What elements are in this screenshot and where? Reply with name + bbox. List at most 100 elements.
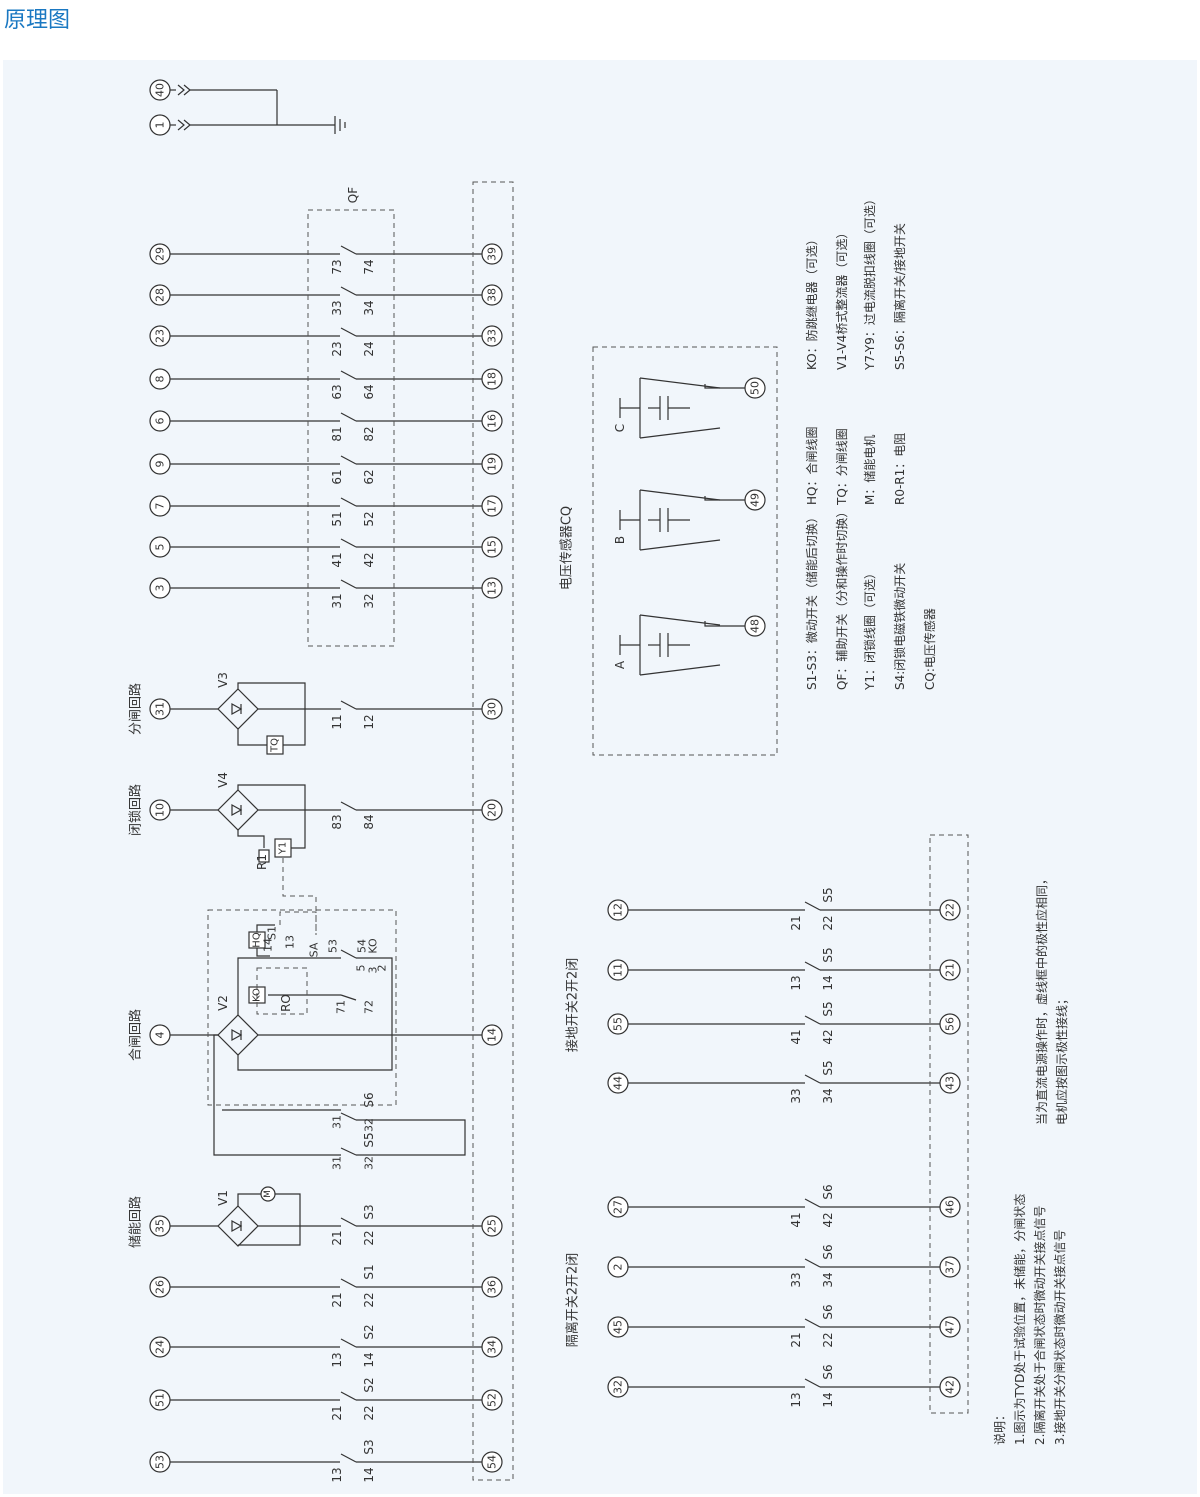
terminal-number: 45 <box>612 1320 625 1334</box>
wire <box>804 1318 821 1328</box>
wire <box>340 370 357 380</box>
wire <box>177 119 185 131</box>
wire <box>237 1193 301 1246</box>
terminal-circle <box>481 799 503 821</box>
diagram-label: 11 <box>330 714 344 729</box>
terminal-circle <box>481 536 503 558</box>
legend-tq: TQ：分闸线圈 <box>835 428 849 506</box>
terminal-52: 52 <box>481 1389 503 1411</box>
wire <box>804 1378 821 1388</box>
terminal-circle <box>481 368 503 390</box>
wire <box>177 84 185 96</box>
terminal-13: 13 <box>481 577 503 599</box>
terminal-49: 49 <box>744 489 766 511</box>
wire <box>340 1453 357 1463</box>
diagram-label: 22 <box>362 1292 376 1307</box>
terminal-number: 43 <box>944 1076 957 1090</box>
terminal-29: 29 <box>149 243 171 265</box>
wire <box>804 1198 821 1208</box>
terminal-9: 9 <box>149 453 171 475</box>
diagram-label: 33 <box>330 300 344 315</box>
terminal-circle <box>939 1072 961 1094</box>
component-label: KO <box>252 988 263 1002</box>
terminal-circle <box>481 453 503 475</box>
terminal-circle <box>149 1276 171 1298</box>
wire <box>237 830 265 848</box>
terminal-circle <box>149 284 171 306</box>
diagram-label: 54 <box>356 939 369 953</box>
terminal-number: 7 <box>154 503 167 510</box>
terminal-circle <box>481 243 503 265</box>
wire <box>340 1112 357 1121</box>
diagram-label: 13 <box>284 935 297 949</box>
resistor-r1 <box>258 849 270 863</box>
diagram-label: 13 <box>330 1352 344 1367</box>
terminal-number: 11 <box>612 963 625 977</box>
terminal-number: 21 <box>944 963 957 977</box>
terminal-number: 27 <box>612 1200 625 1214</box>
diagram-label: 14 <box>362 1467 376 1482</box>
terminal-4: 4 <box>149 1024 171 1046</box>
group-chuneng: 储能回路 <box>128 1196 144 1248</box>
terminal-number: 37 <box>944 1260 957 1274</box>
terminal-21: 21 <box>939 959 961 981</box>
legend-s1s3: S1-S3：微动开关（储能后切换） <box>804 511 819 690</box>
wire <box>256 948 270 957</box>
component-box <box>274 838 292 858</box>
wire <box>237 957 341 1015</box>
diagram-label: 64 <box>362 384 376 399</box>
terminal-circle <box>607 1013 629 1035</box>
legend-qf: QF：辅助开关（分和操作时切换） <box>834 506 849 690</box>
diagram-label: 53 <box>327 939 340 953</box>
group-iso-switch: 隔离开关2开2闭 <box>565 1253 581 1348</box>
group-fenzha: 分闸回路 <box>128 683 144 735</box>
terminal-11: 11 <box>607 959 629 981</box>
terminal-34: 34 <box>481 1336 503 1358</box>
rectifier-diode <box>231 1219 243 1233</box>
rectifier-diode <box>231 1028 243 1042</box>
diagram-label: 22 <box>821 1332 835 1347</box>
wire <box>639 377 721 389</box>
terminal-number: 10 <box>154 803 167 817</box>
terminal-circle <box>149 577 171 599</box>
terminal-number: 44 <box>612 1076 625 1090</box>
dashed-frame <box>929 834 969 1414</box>
terminal-number: 39 <box>486 247 499 261</box>
diagram-label: 21 <box>330 1230 344 1245</box>
diagram-label: S6 <box>821 1364 835 1379</box>
sa-link <box>279 911 317 935</box>
terminal-32: 32 <box>607 1376 629 1398</box>
terminal-circle <box>149 1336 171 1358</box>
terminal-46: 46 <box>939 1196 961 1218</box>
terminal-circle <box>481 698 503 720</box>
terminal-14: 14 <box>481 1024 503 1046</box>
terminal-23: 23 <box>149 325 171 347</box>
terminal-circle <box>481 284 503 306</box>
terminal-number: 42 <box>944 1380 957 1394</box>
terminal-circle <box>481 1276 503 1298</box>
wire <box>704 384 745 389</box>
terminal-circle <box>481 325 503 347</box>
terminal-6: 6 <box>149 410 171 432</box>
diagram-label: S3 <box>362 1439 376 1454</box>
terminal-17: 17 <box>481 495 503 517</box>
terminal-8: 8 <box>149 368 171 390</box>
terminal-25: 25 <box>481 1215 503 1237</box>
wire <box>340 1391 357 1401</box>
diagram-label: 32 <box>362 593 376 608</box>
terminal-circle <box>939 1013 961 1035</box>
terminal-circle <box>607 899 629 921</box>
diagram-label: M <box>263 1190 273 1198</box>
terminal-number: 12 <box>612 903 625 917</box>
terminal-38: 38 <box>481 284 503 306</box>
terminal-27: 27 <box>607 1196 629 1218</box>
legend-m: M：储能电机 <box>862 435 877 505</box>
terminal-number: 53 <box>154 1455 167 1469</box>
page-title: 原理图 <box>4 8 71 33</box>
terminal-42: 42 <box>939 1376 961 1398</box>
wire <box>340 1278 357 1288</box>
diagram-label: 14 <box>821 975 835 990</box>
diagram-label: 41 <box>789 1029 803 1044</box>
diagram-label: 61 <box>330 469 344 484</box>
terminal-circle <box>149 453 171 475</box>
